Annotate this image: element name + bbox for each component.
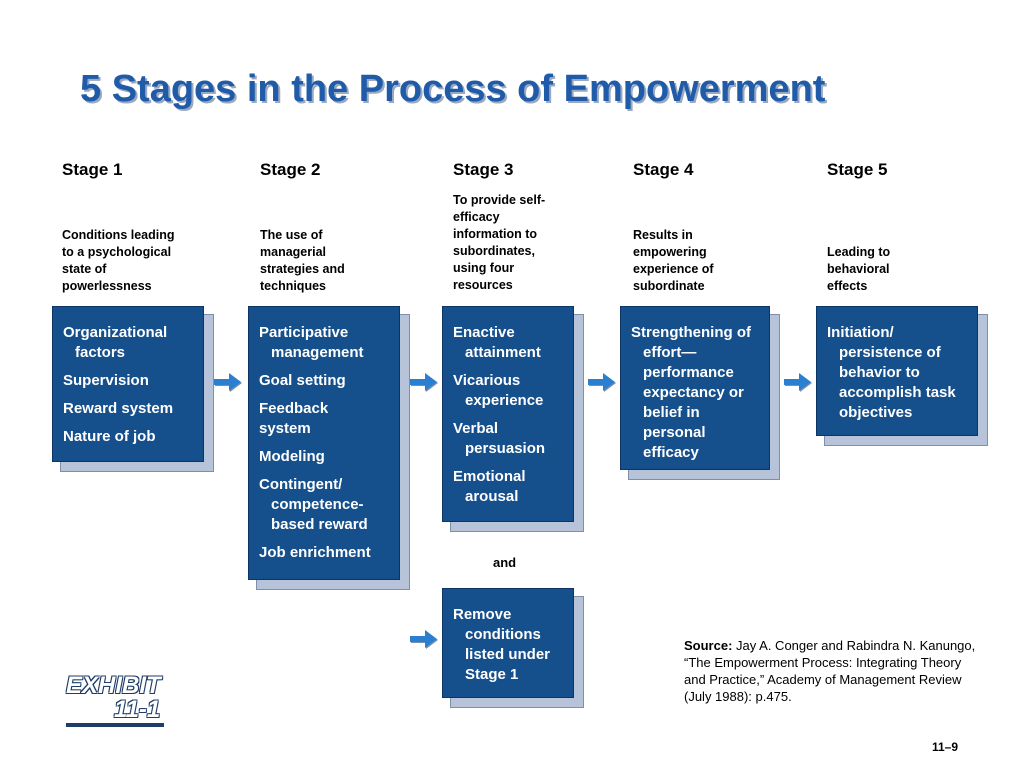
stage-3b-box: Remove conditions listed under Stage 1 xyxy=(442,588,574,698)
stage-4-box: Strengthening of effort—performance expe… xyxy=(620,306,770,470)
stage-5-label: Stage 5 xyxy=(827,160,888,179)
box-item: Initiation/ persistence of behavior to a… xyxy=(827,324,956,421)
stage-1-box: Organizational factors Supervision Rewar… xyxy=(52,306,204,462)
stage-3-box: Enactive attainment Vicarious experience… xyxy=(442,306,574,522)
box-item: Feedback system xyxy=(259,400,329,437)
box-item: Reward system xyxy=(63,400,174,417)
and-connector-label: and xyxy=(493,555,517,570)
exhibit-underline xyxy=(66,723,164,727)
source-text: Jay A. Conger and Rabindra N. Kanungo, “… xyxy=(684,638,976,704)
box-item: Vicarious experience xyxy=(453,372,544,409)
slide-title: 5 Stages in the Process of Empowerment xyxy=(80,68,826,110)
box-item: Goal setting xyxy=(259,372,346,389)
exhibit-word: EXHIBIT xyxy=(66,672,161,699)
arrow-icon xyxy=(410,630,438,649)
box-item: Contingent/ competence-based reward xyxy=(259,476,368,533)
box-item: Emotional arousal xyxy=(453,468,526,505)
stage-2-label: Stage 2 xyxy=(260,160,321,179)
box-item: Participative management xyxy=(259,324,364,361)
exhibit-number: 11-1 xyxy=(114,696,161,723)
stage-4-label: Stage 4 xyxy=(633,160,694,179)
stage-5-box: Initiation/ persistence of behavior to a… xyxy=(816,306,978,436)
arrow-icon xyxy=(588,373,616,392)
source-label: Source: xyxy=(684,638,733,653)
box-item: Modeling xyxy=(259,448,325,465)
box-item: Nature of job xyxy=(63,428,156,445)
arrow-icon xyxy=(410,373,438,392)
source-citation: Source: Jay A. Conger and Rabindra N. Ka… xyxy=(684,637,984,705)
stage-3-label: Stage 3 xyxy=(453,160,514,179)
box-item: Verbal persuasion xyxy=(453,420,546,457)
arrow-icon xyxy=(214,373,242,392)
box-item: Organizational factors xyxy=(63,324,168,361)
stage-1-label: Stage 1 xyxy=(62,160,123,179)
box-item: Strengthening of effort—performance expe… xyxy=(631,324,751,461)
exhibit-badge: EXHIBIT 11-1 xyxy=(66,674,161,722)
stage-2-box: Participative management Goal setting Fe… xyxy=(248,306,400,580)
box-item: Remove conditions listed under Stage 1 xyxy=(453,606,551,683)
box-item: Job enrichment xyxy=(259,544,371,561)
box-item: Supervision xyxy=(63,372,149,389)
arrow-icon xyxy=(784,373,812,392)
box-item: Enactive attainment xyxy=(453,324,541,361)
page-number: 11–9 xyxy=(932,740,959,754)
